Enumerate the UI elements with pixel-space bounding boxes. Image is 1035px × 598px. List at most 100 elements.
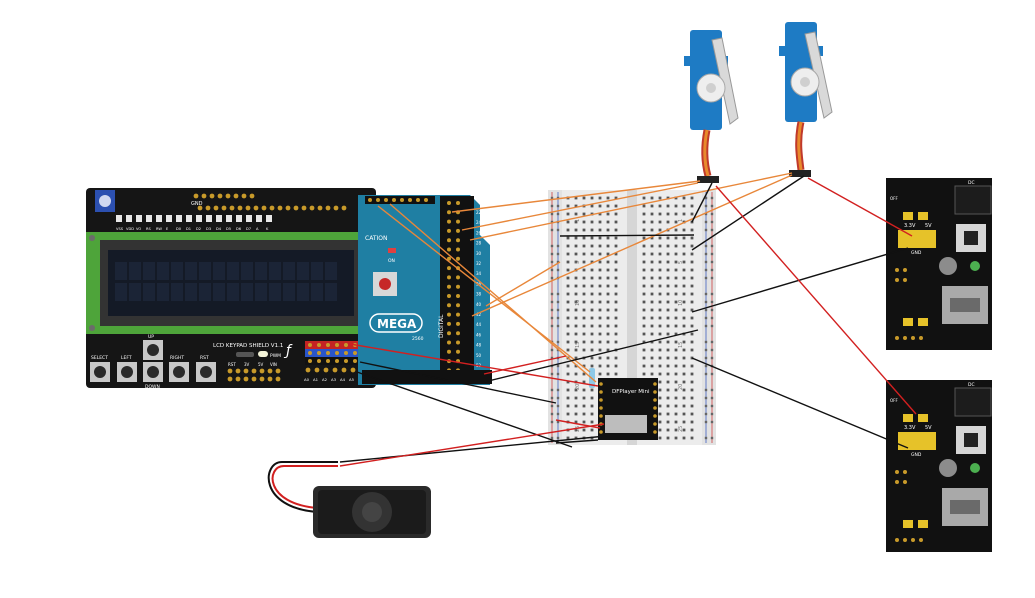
rail-hole xyxy=(710,300,714,304)
breadboard-hole xyxy=(574,412,578,416)
breadboard-hole xyxy=(650,372,654,376)
breadboard-hole xyxy=(614,324,618,328)
breadboard-hole xyxy=(574,324,578,328)
select-label: SELECT xyxy=(91,355,108,361)
breadboard-hole xyxy=(666,324,670,328)
breadboard-hole xyxy=(674,372,678,376)
breadboard-hole xyxy=(590,276,594,280)
breadboard-hole xyxy=(582,212,586,216)
breadboard-hole xyxy=(590,260,594,264)
breadboard-hole xyxy=(614,356,618,360)
top-pins xyxy=(368,198,428,202)
breadboard-hole xyxy=(666,404,670,408)
rail-hole xyxy=(704,300,708,304)
breadboard-hole xyxy=(598,220,602,224)
breadboard-hole xyxy=(566,316,570,320)
breadboard-row-number: 5 xyxy=(575,261,581,264)
breadboard-hole xyxy=(606,244,610,248)
breadboard-row-number: 5 xyxy=(678,261,684,264)
breadboard-row-number: 25 xyxy=(678,426,684,432)
wire-bb-gnd-1 xyxy=(559,234,695,237)
mega-pin xyxy=(447,303,451,308)
breadboard-hole xyxy=(590,220,594,224)
breadboard-hole xyxy=(566,340,570,344)
mega-pin xyxy=(456,201,460,205)
breadboard-hole xyxy=(682,228,686,232)
breadboard-row-number: 15 xyxy=(575,342,581,348)
breadboard-hole xyxy=(682,268,686,272)
breadboard-hole xyxy=(642,244,646,248)
rail-hole xyxy=(710,316,714,320)
rail-hole xyxy=(710,276,714,280)
rail-hole xyxy=(704,404,708,408)
breadboard-hole xyxy=(566,268,570,272)
breadboard-hole xyxy=(614,372,618,376)
breadboard-hole xyxy=(566,236,570,240)
breadboard-hole xyxy=(614,364,618,368)
breadboard-hole xyxy=(658,236,662,240)
breadboard-hole xyxy=(690,212,694,216)
rail-hole xyxy=(710,372,714,376)
breadboard-hole xyxy=(574,404,578,408)
lcd-pin-label: D2 xyxy=(196,227,201,231)
rail-hole xyxy=(710,228,714,232)
breadboard-hole xyxy=(682,244,686,248)
pm1-3v3-label: 3.3V xyxy=(904,223,916,229)
rail-hole xyxy=(710,324,714,328)
breadboard-hole xyxy=(666,340,670,344)
breadboard-hole xyxy=(650,212,654,216)
rail-hole xyxy=(550,324,554,328)
breadboard-hole xyxy=(574,356,578,360)
breadboard-hole xyxy=(690,316,694,320)
mega-pin-number: 50 xyxy=(476,353,482,358)
breadboard-hole xyxy=(650,364,654,368)
rail-hole xyxy=(556,300,560,304)
breadboard-hole xyxy=(682,372,686,376)
breadboard-hole xyxy=(598,372,602,376)
breadboard-hole xyxy=(574,396,578,400)
breadboard-hole xyxy=(606,220,610,224)
breadboard-hole xyxy=(574,364,578,368)
power-label-3v: 3V xyxy=(244,362,250,367)
breadboard-hole xyxy=(642,268,646,272)
breadboard-hole xyxy=(598,196,602,200)
mega-pin xyxy=(447,201,451,205)
breadboard-hole xyxy=(658,268,662,272)
breadboard-hole xyxy=(674,356,678,360)
breadboard-hole xyxy=(614,244,618,248)
mega-pin xyxy=(456,284,460,289)
breadboard-hole xyxy=(606,316,610,320)
breadboard-hole xyxy=(650,268,654,272)
pm1-off-label: OFF xyxy=(890,196,898,201)
breadboard-hole xyxy=(690,196,694,200)
breadboard-hole xyxy=(598,316,602,320)
breadboard-hole xyxy=(598,340,602,344)
breadboard-hole xyxy=(566,396,570,400)
breadboard-hole xyxy=(690,236,694,240)
rail-hole xyxy=(704,196,708,200)
breadboard-hole xyxy=(658,404,662,408)
breadboard-hole xyxy=(582,220,586,224)
breadboard-hole xyxy=(658,332,662,336)
breadboard-hole xyxy=(598,236,602,240)
mega-pin-number: 36 xyxy=(476,281,482,286)
rail-hole xyxy=(550,276,554,280)
breadboard-hole xyxy=(682,252,686,256)
rail-hole xyxy=(556,228,560,232)
breadboard-hole xyxy=(606,284,610,288)
wire-servo1-gnd xyxy=(691,182,713,223)
breadboard-hole xyxy=(582,228,586,232)
breadboard-hole xyxy=(682,404,686,408)
breadboard-hole xyxy=(642,364,646,368)
mega-pin xyxy=(456,321,460,326)
breadboard-hole xyxy=(598,268,602,272)
breadboard-hole xyxy=(658,228,662,232)
breadboard-hole xyxy=(566,276,570,280)
breadboard-hole xyxy=(574,276,578,280)
rail-hole xyxy=(556,292,560,296)
breadboard-hole xyxy=(666,420,670,424)
breadboard-hole xyxy=(666,388,670,392)
breadboard-hole xyxy=(614,292,618,296)
